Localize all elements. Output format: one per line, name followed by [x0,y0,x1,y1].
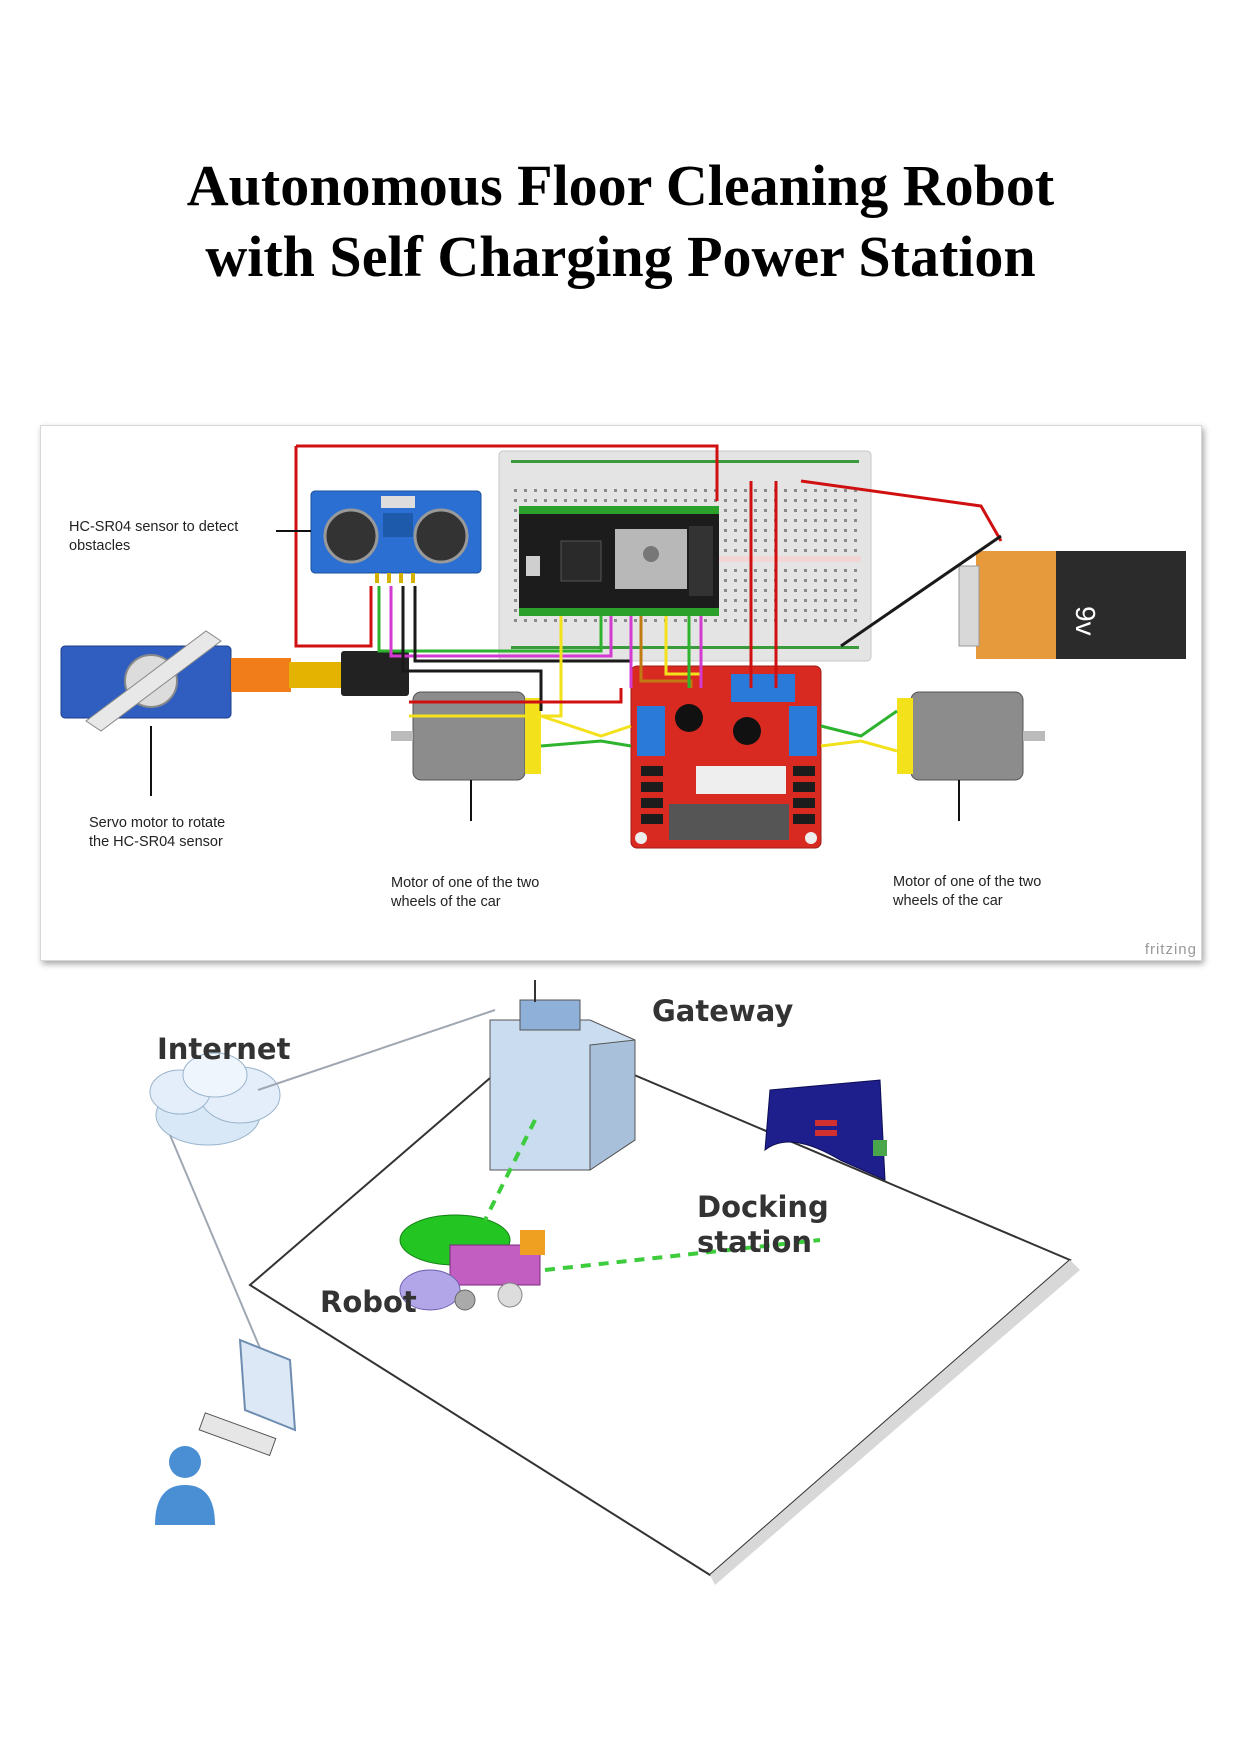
document-title-line-1: Autonomous Floor Cleaning Robot [186,153,1055,218]
circuit-diagram: 9v [40,425,1202,961]
circuit-drawing: 9v [60,444,1186,849]
cloud-icon [149,1052,281,1146]
label-docking-station: Docking station [697,1190,829,1259]
robot-icon [399,1214,545,1311]
label-motor-right: Motor of one of the two wheels of the ca… [893,874,1042,909]
l298n-driver [630,665,822,849]
document-title-line-2: with Self Charging Power Station [205,224,1036,289]
svg-text:9v: 9v [1070,606,1101,636]
gateway-icon [489,980,636,1171]
network-diagram: Internet Gateway Docking station Robot [140,980,1080,1600]
motor-left [391,691,541,781]
label-motor-left: Motor of one of the two wheels of the ca… [391,875,540,910]
label-internet: Internet [157,1032,291,1066]
user-icon [155,1446,215,1525]
hc-sr04-sensor [310,490,482,583]
wires [294,444,1003,753]
label-sensor: HC-SR04 sensor to detect obstacles [69,519,239,554]
label-robot: Robot [320,1285,417,1319]
fritzing-watermark: fritzing [1144,941,1197,958]
label-servo: Servo motor to rotate the HC-SR04 sensor [89,815,226,850]
label-gateway: Gateway [652,994,794,1028]
docking-station-icon [764,1079,887,1181]
servo-motor [60,630,409,732]
network-drawing [149,980,1080,1585]
motor-right [897,691,1045,781]
battery-9v: 9v [958,551,1186,659]
esp32-module [519,506,719,616]
computer-icon [198,1338,297,1457]
